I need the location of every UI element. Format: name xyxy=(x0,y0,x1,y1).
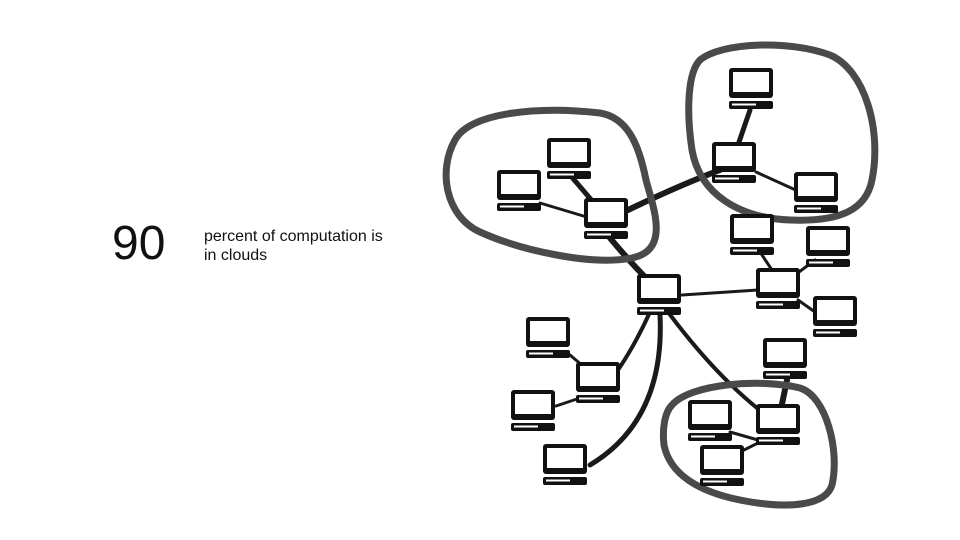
computers xyxy=(497,68,857,486)
cluster-outline-top-left xyxy=(442,106,660,264)
cluster-outlines xyxy=(442,41,879,509)
computer-icon xyxy=(712,142,756,183)
computer-icon xyxy=(806,226,850,267)
link xyxy=(666,310,764,414)
link xyxy=(754,170,802,194)
cluster-outline-bottom-right xyxy=(659,379,838,509)
computer-icon xyxy=(763,338,807,379)
computer-icon xyxy=(584,198,628,239)
links xyxy=(538,107,817,468)
link xyxy=(680,288,760,297)
computer-icon xyxy=(547,138,591,179)
stat-caption-line-1: percent of computation is xyxy=(204,228,383,245)
link xyxy=(779,372,791,407)
computer-icon xyxy=(756,404,800,445)
computer-icon xyxy=(756,268,800,309)
computer-icon xyxy=(700,445,744,486)
stat-caption: percent of computation is in clouds xyxy=(204,227,434,265)
link xyxy=(728,430,760,442)
link xyxy=(616,310,652,372)
cluster-outline-top-right xyxy=(685,41,879,224)
computer-icon xyxy=(543,444,587,485)
stat-caption-line-2: in clouds xyxy=(204,247,268,264)
link xyxy=(538,201,592,220)
link xyxy=(735,107,753,148)
computer-icon xyxy=(688,400,732,441)
computer-icon xyxy=(794,172,838,213)
link xyxy=(587,312,663,468)
link xyxy=(796,298,817,314)
computer-icon xyxy=(813,296,857,337)
link xyxy=(625,167,723,213)
stat-value: 90 xyxy=(112,217,166,270)
computer-icon xyxy=(497,170,541,211)
computer-icon xyxy=(576,362,620,403)
computer-icon xyxy=(637,274,681,315)
computer-icon xyxy=(526,317,570,358)
computer-icon xyxy=(729,68,773,109)
computer-icon xyxy=(511,390,555,431)
computer-icon xyxy=(730,214,774,255)
